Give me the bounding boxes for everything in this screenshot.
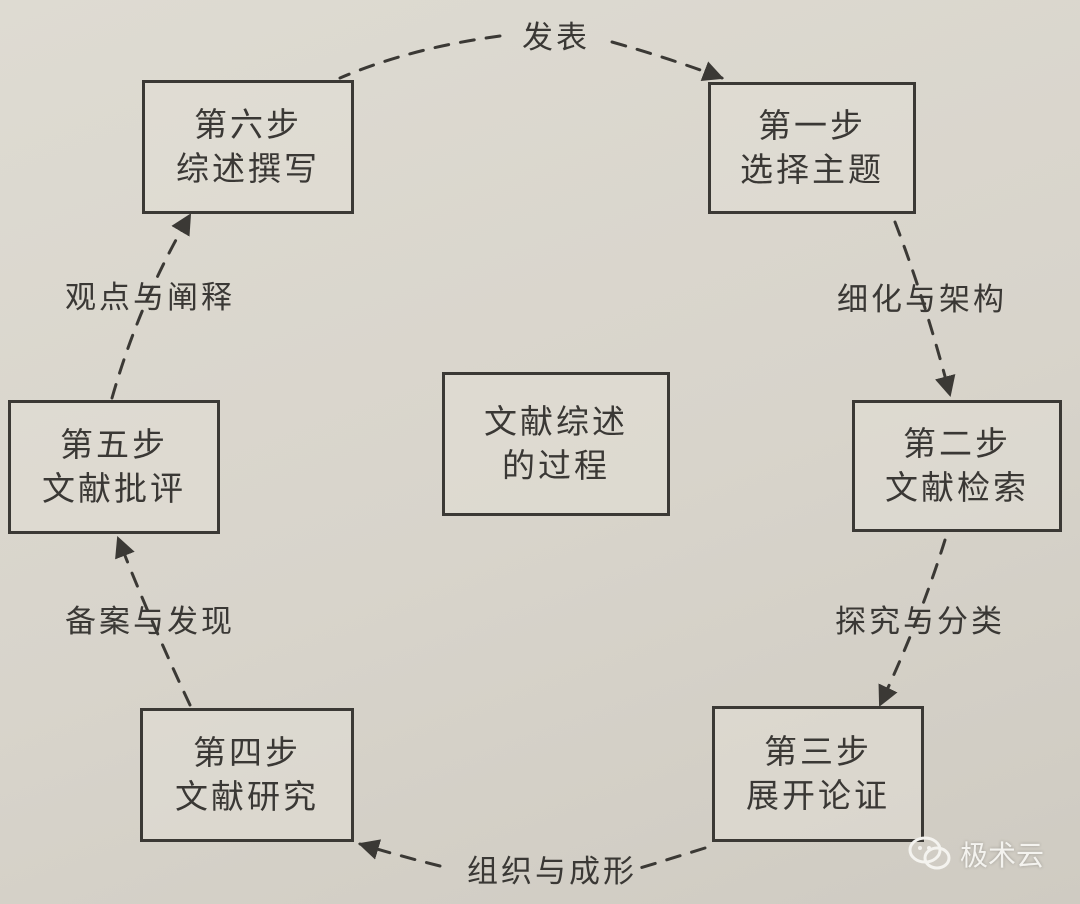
step-3-subtitle: 展开论证 <box>746 776 890 815</box>
step-2-box: 第二步 文献检索 <box>852 400 1062 532</box>
arrow-publish-right <box>610 40 724 82</box>
step-6-title: 第六步 <box>194 105 302 144</box>
step-5-box: 第五步 文献批评 <box>8 400 220 534</box>
arrow-step5-to-step6 <box>110 213 192 400</box>
step-1-title: 第一步 <box>758 106 866 145</box>
step-6-subtitle: 综述撰写 <box>176 149 320 188</box>
edge-label-record: 备案与发现 <box>65 604 235 640</box>
arrow-step2-to-step3 <box>878 538 947 707</box>
arrow-publish-left <box>338 34 502 80</box>
step-3-box: 第三步 展开论证 <box>712 706 924 842</box>
step-4-box: 第四步 文献研究 <box>140 708 354 842</box>
step-1-box: 第一步 选择主题 <box>708 82 916 214</box>
watermark: 极术云 <box>908 834 1044 874</box>
center-subtitle: 的过程 <box>502 446 610 485</box>
edge-label-viewpoint: 观点与阐释 <box>65 280 235 316</box>
step-3-title: 第三步 <box>764 732 872 771</box>
step-2-subtitle: 文献检索 <box>885 468 1029 507</box>
edge-label-explore: 探究与分类 <box>835 604 1005 640</box>
arrow-step3-to-step4 <box>638 846 707 870</box>
step-4-subtitle: 文献研究 <box>175 777 319 816</box>
step-4-title: 第四步 <box>193 733 301 772</box>
edge-label-publish: 发表 <box>522 20 590 56</box>
center-title: 文献综述 <box>484 402 628 441</box>
step-1-subtitle: 选择主题 <box>740 150 884 189</box>
edge-label-refine: 细化与架构 <box>837 282 1007 318</box>
wechat-icon <box>908 836 951 870</box>
arrow-step4-to-step5 <box>115 536 192 707</box>
edge-label-organize: 组织与成形 <box>467 854 637 890</box>
step-5-subtitle: 文献批评 <box>42 469 186 508</box>
arrow-step3-to-step4-end <box>357 839 442 868</box>
watermark-text: 极术云 <box>959 839 1044 872</box>
step-2-title: 第二步 <box>903 424 1011 463</box>
step-5-title: 第五步 <box>60 425 168 464</box>
center-box: 文献综述 的过程 <box>442 372 670 516</box>
arrow-step1-to-step2 <box>893 220 956 398</box>
step-6-box: 第六步 综述撰写 <box>142 80 354 214</box>
